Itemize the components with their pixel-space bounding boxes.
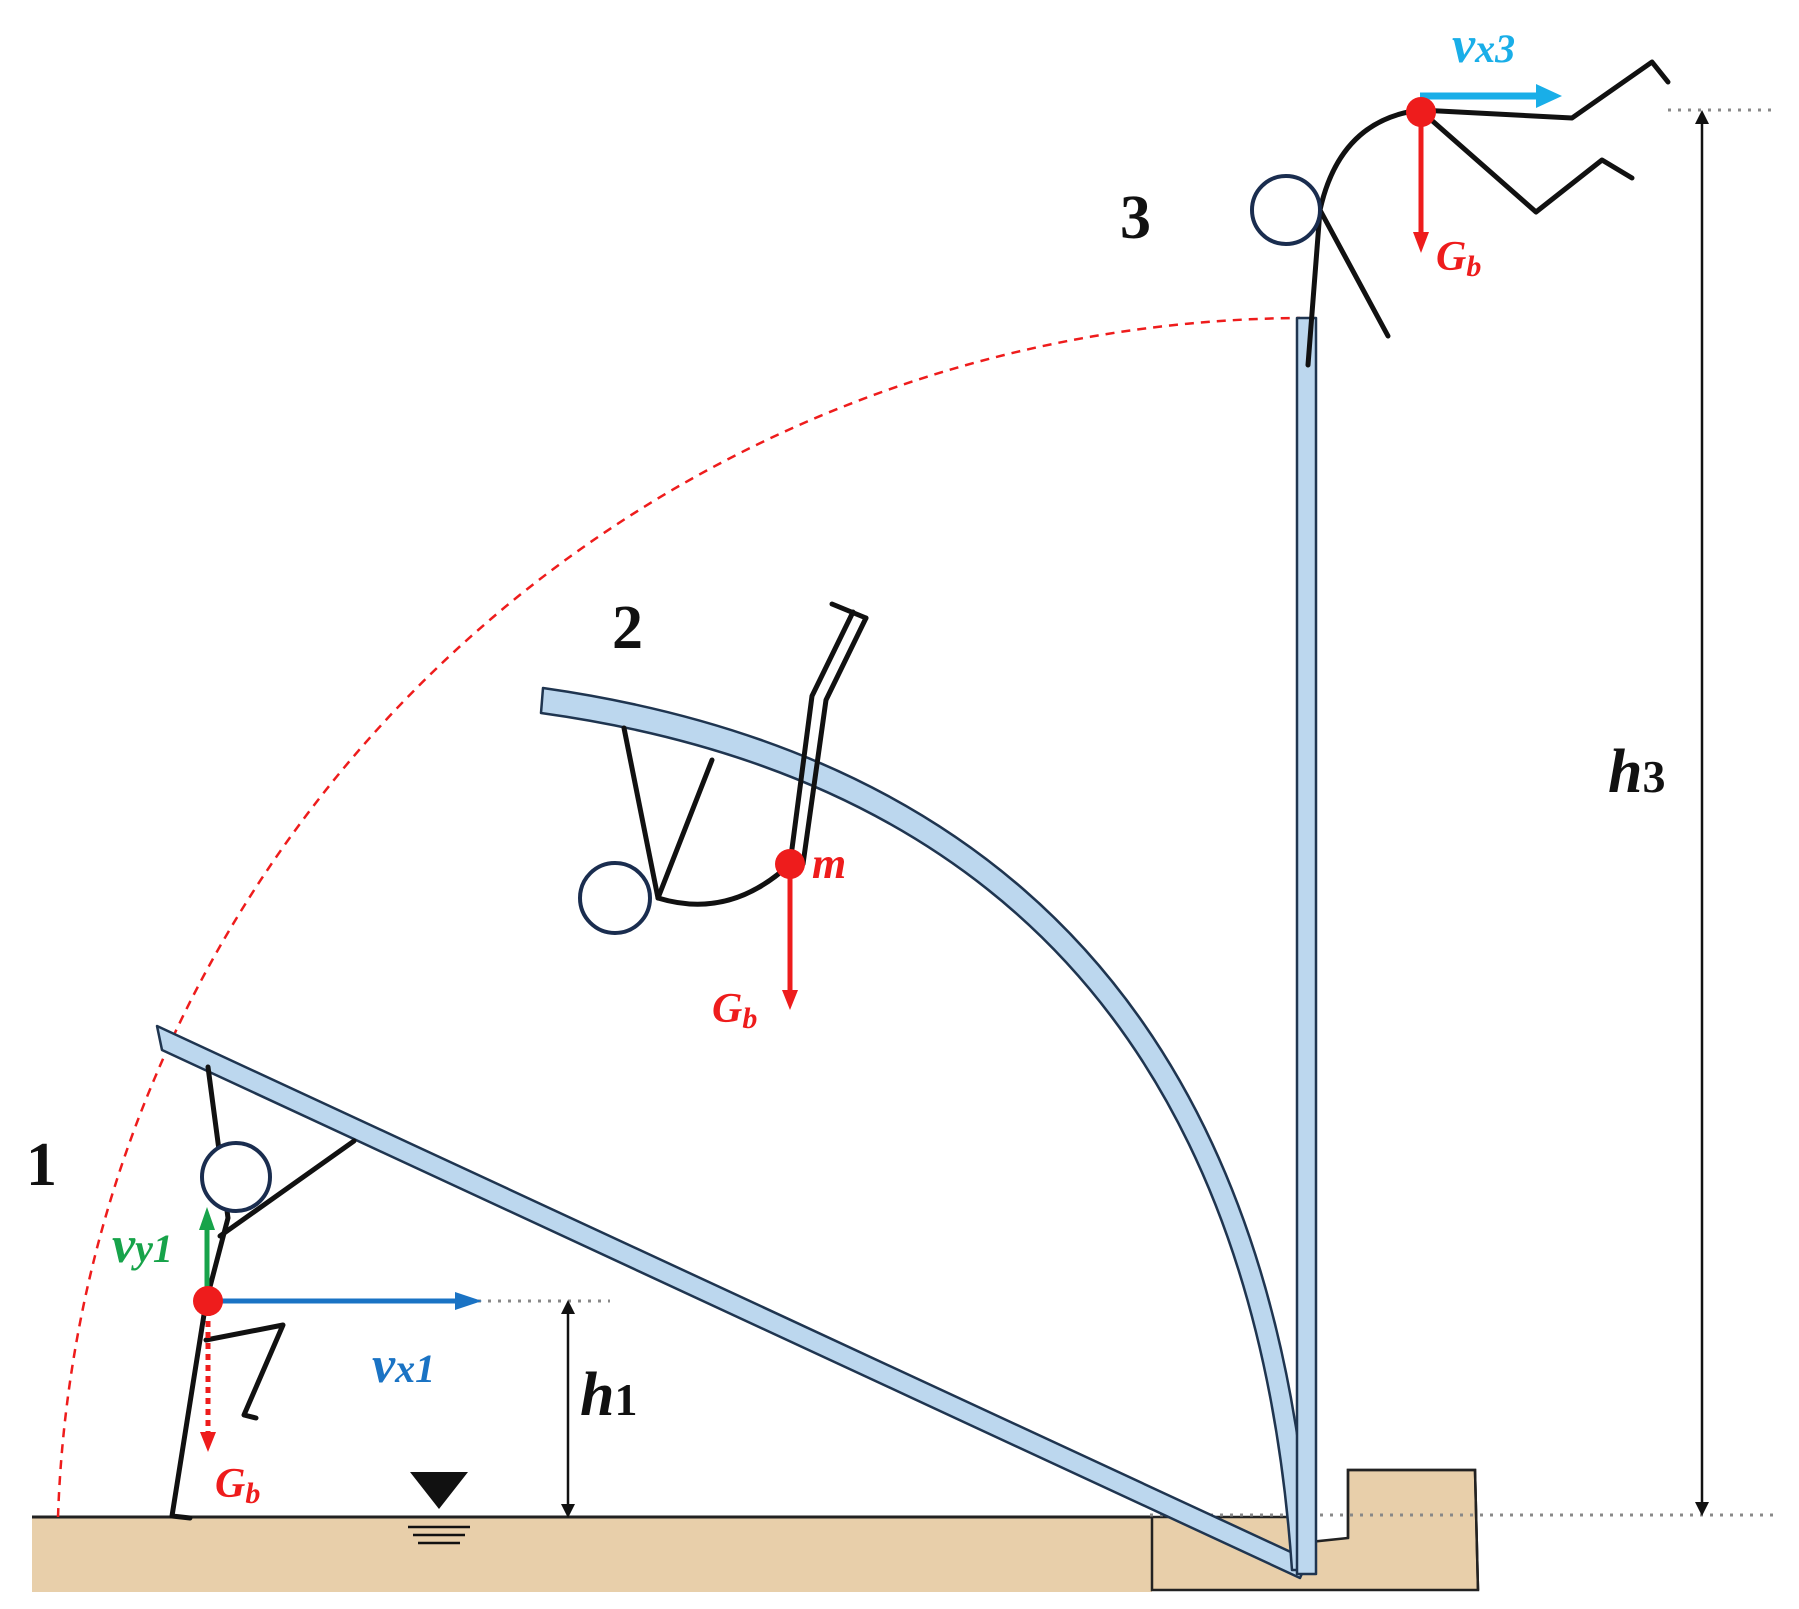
gb1-arrowhead <box>200 1432 216 1452</box>
vx3-label: vx3 <box>1452 17 1515 74</box>
box-right-line <box>1346 1468 1480 1591</box>
vaulter-3-leg-lower <box>1417 107 1635 215</box>
reference-lines <box>478 108 1775 1517</box>
dimension-arrows <box>561 110 1709 1518</box>
vx1-label: vx1 <box>372 1337 435 1394</box>
vectors-stage-3 <box>1406 84 1562 253</box>
vaulter-3-forearm <box>1317 207 1391 339</box>
vectors-stage-1 <box>193 1207 482 1452</box>
pole-stage-3 <box>1295 316 1318 1576</box>
vaulter-2-leg-b <box>800 615 869 867</box>
vx1-arrowhead <box>455 1292 482 1310</box>
vaulter-2-arm-a <box>621 725 661 901</box>
vaulter-3-body <box>1317 107 1423 213</box>
stage-number-1: 1 <box>26 1131 57 1199</box>
vaulter-3-head <box>1250 174 1322 246</box>
vx3-arrowhead <box>1536 84 1562 108</box>
vaulter-1-lower-arm <box>217 1138 357 1239</box>
runway-ground <box>32 1517 1152 1592</box>
vaulter-1-support-leg <box>169 1299 209 1521</box>
vaulter-2-feet <box>829 601 869 621</box>
vaulter-stage-3 <box>1250 59 1671 368</box>
vaulter-stage-1 <box>169 1064 357 1521</box>
vaulter-3-mass-center <box>1406 97 1436 127</box>
vaulter-2-body <box>655 861 793 907</box>
vaulter-3-leg-upper <box>1417 59 1671 121</box>
stage-number-2: 2 <box>612 594 643 662</box>
vaulter-2-arm-b <box>655 757 715 901</box>
h3-label: h3 <box>1608 738 1665 806</box>
gb1-label: Gb <box>215 1461 260 1510</box>
vy1-label: vy1 <box>112 1217 173 1274</box>
vectors-stage-2 <box>775 849 805 1010</box>
pole-stage-2 <box>539 686 1314 1572</box>
gb2-arrowhead <box>782 990 798 1010</box>
vaulter-1-head <box>200 1141 272 1213</box>
h1-label: h1 <box>580 1361 637 1429</box>
vaulter-3-arm <box>1305 207 1323 368</box>
pole-stage-1 <box>155 1024 1310 1580</box>
vy1-arrowhead <box>199 1207 215 1230</box>
vaulter-2-head <box>578 861 652 935</box>
stage-number-3: 3 <box>1120 184 1151 252</box>
pole-tip-trajectory-arc <box>56 316 1301 1518</box>
vaulter-stage-2 <box>578 601 869 935</box>
vaulter-2-mass-center <box>775 849 805 879</box>
vaulter-1-swing-leg <box>203 1322 286 1421</box>
vaulter-1-upper-arm <box>203 1064 231 1305</box>
gb3-arrowhead <box>1413 232 1429 253</box>
m-label: m <box>812 839 846 888</box>
inverted-triangle-water-level-icon <box>408 1472 470 1545</box>
vaulter-2-leg-a <box>787 609 856 867</box>
gb2-label: Gb <box>712 986 757 1035</box>
poles <box>155 316 1318 1580</box>
gb3-label: Gb <box>1436 234 1481 283</box>
vaulter-1-mass-center <box>193 1286 223 1316</box>
